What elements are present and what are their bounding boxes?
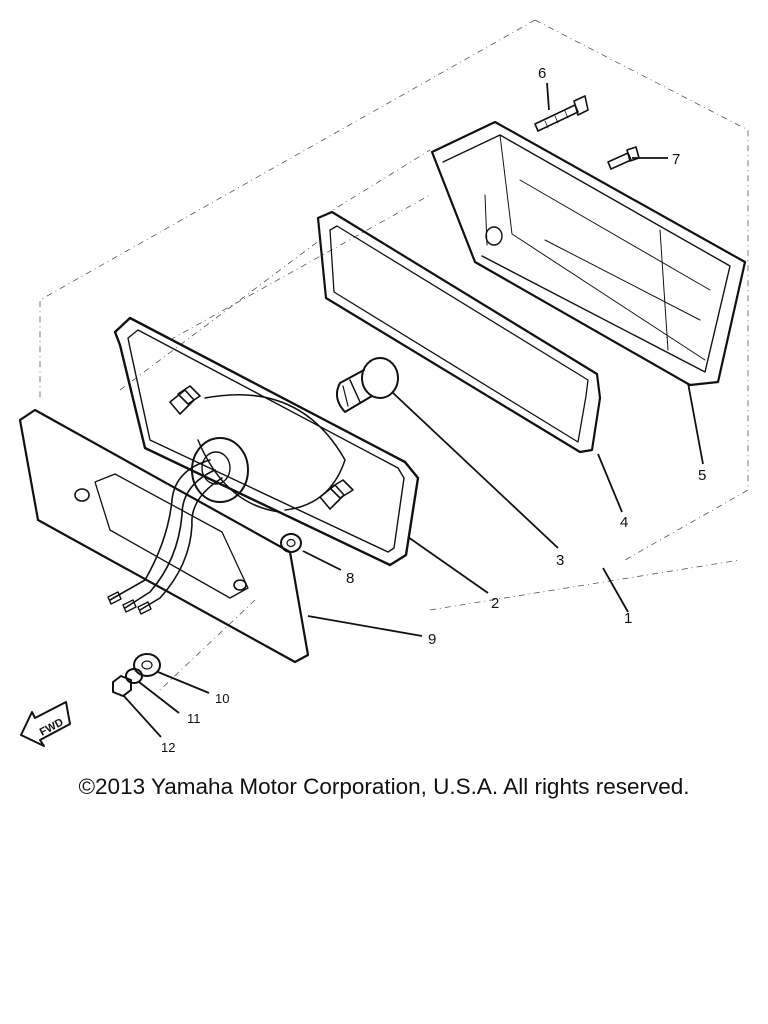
callout-4: 4 (620, 514, 628, 531)
parts-diagram: FWD 1 2 3 4 5 6 7 8 9 10 11 12 (18, 19, 749, 755)
gasket (316, 210, 602, 454)
socket-housing (113, 316, 420, 567)
bulb (335, 357, 399, 413)
callout-2: 2 (491, 595, 499, 612)
callouts: 1 2 3 4 5 6 7 8 9 10 11 12 (161, 65, 706, 755)
lens-housing (430, 120, 747, 387)
callout-11: 11 (187, 711, 201, 726)
callout-7: 7 (672, 151, 680, 168)
assembly-outline (39, 19, 749, 691)
callout-3: 3 (556, 552, 564, 569)
callout-5: 5 (698, 467, 706, 484)
leader-lines (122, 82, 704, 738)
wiring-harness (107, 459, 223, 615)
callout-12: 12 (161, 740, 175, 755)
base-plate (18, 408, 310, 664)
screw-long (534, 95, 589, 132)
callout-6: 6 (538, 65, 546, 82)
callout-8: 8 (346, 570, 354, 587)
copyright-notice: ©2013 Yamaha Motor Corporation, U.S.A. A… (78, 774, 690, 799)
fwd-arrow-icon: FWD (20, 701, 71, 747)
callout-9: 9 (428, 631, 436, 648)
callout-1: 1 (624, 610, 632, 627)
callout-10: 10 (215, 691, 229, 706)
hardware-stack (112, 653, 161, 697)
fwd-label: FWD (38, 716, 66, 738)
